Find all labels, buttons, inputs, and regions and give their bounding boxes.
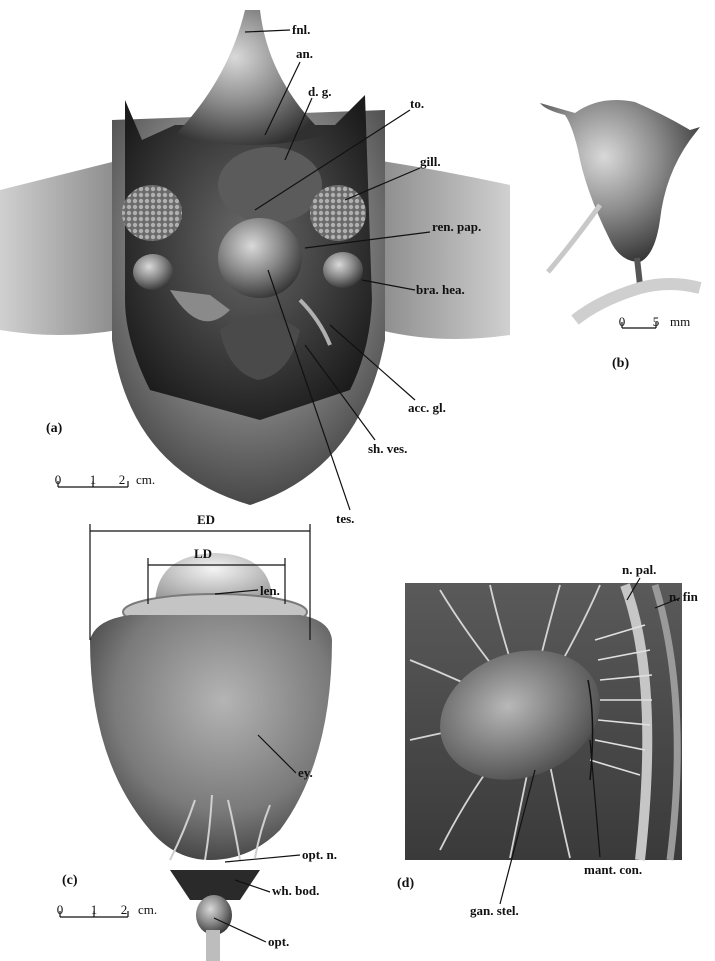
optic-stalk <box>206 930 220 961</box>
label-opt-n: opt. n. <box>302 847 337 862</box>
branchial-heart-left <box>133 254 173 290</box>
optic-lobe <box>196 895 232 935</box>
label-ey: ey. <box>298 765 313 780</box>
label-tes: tes. <box>336 511 354 526</box>
heart-body <box>540 100 700 262</box>
heart-stalk <box>637 258 640 285</box>
branchial-heart-right <box>323 252 363 288</box>
label-mant-con: mant. con. <box>584 862 642 877</box>
panel-letter-a: (a) <box>46 421 63 436</box>
panel-letter-b: (b) <box>612 356 629 371</box>
scale-a-unit: cm. <box>136 472 155 487</box>
panel-d-illustration <box>405 583 682 860</box>
label-acc-gl: acc. gl. <box>408 400 446 415</box>
label-wh-bod: wh. bod. <box>272 883 319 898</box>
scale-b-tick-5: 5 <box>653 314 660 329</box>
label-gill: gill. <box>420 154 441 169</box>
label-fnl: fnl. <box>292 22 310 37</box>
label-opt: opt. <box>268 934 289 949</box>
scale-a-tick-1: 1 <box>90 472 97 487</box>
panel-letter-c: (c) <box>62 873 78 888</box>
label-an: an. <box>296 46 313 61</box>
panel-b-illustration <box>540 100 700 320</box>
vessel-left <box>548 205 600 272</box>
scale-bar-b: 0 5 mm (b) <box>612 314 690 371</box>
panel-a-illustration <box>0 10 510 505</box>
label-ren-pap: ren. pap. <box>432 219 481 234</box>
scale-c-tick-2: 2 <box>121 902 128 917</box>
panel-letter-d: (d) <box>397 876 414 891</box>
scale-c-tick-0: 0 <box>57 902 64 917</box>
eyeball <box>90 615 332 860</box>
label-sh-ves: sh. ves. <box>368 441 407 456</box>
label-bra-hea: bra. hea. <box>416 282 465 297</box>
scale-c-tick-1: 1 <box>91 902 98 917</box>
label-ED: ED <box>197 512 215 527</box>
label-gan-stel: gan. stel. <box>470 903 519 918</box>
scale-b-tick-0: 0 <box>619 314 626 329</box>
label-dg: d. g. <box>308 84 331 99</box>
mantle-left-wing <box>0 160 120 335</box>
gill-left <box>122 185 182 241</box>
scale-a-tick-2: 2 <box>119 472 126 487</box>
gill-right <box>310 185 366 241</box>
label-len: len. <box>260 583 280 598</box>
panel-c-illustration <box>90 553 332 961</box>
scale-c-unit: cm. <box>138 902 157 917</box>
label-to: to. <box>410 96 424 111</box>
digestive-gland <box>218 147 322 223</box>
label-n-fin: n. fin <box>669 589 699 604</box>
scale-bar-a: 0 1 2 cm. <box>55 472 155 487</box>
scale-bar-c: 0 1 2 cm. <box>57 902 157 917</box>
scale-b-unit: mm <box>670 314 690 329</box>
scale-a-tick-0: 0 <box>55 472 62 487</box>
label-LD: LD <box>194 546 212 561</box>
mantle-right-wing <box>375 160 510 339</box>
label-n-pal: n. pal. <box>622 562 656 577</box>
renal-papilla <box>218 218 302 298</box>
